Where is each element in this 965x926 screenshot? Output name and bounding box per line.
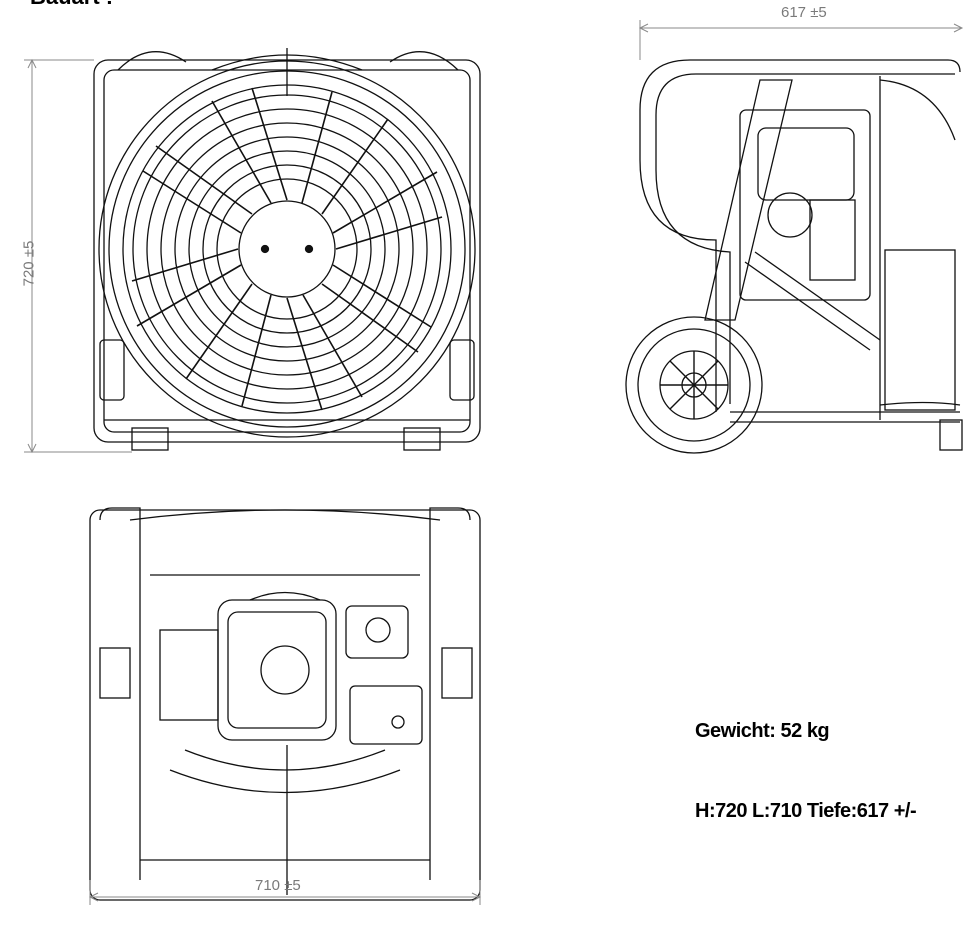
length-dimension-label: 710 ±5 [255,877,301,894]
page-heading: Bauart : [30,0,113,10]
height-dimension-label: 720 ±5 [20,240,38,287]
size-spec: H:720 L:710 Tiefe:617 +/- [695,800,917,822]
weight-spec: Gewicht: 52 kg [695,720,830,742]
side-view [625,59,963,454]
depth-dimension-label: 617 ±5 [781,4,827,21]
front-view [93,48,481,451]
dimension-lines [24,20,964,905]
top-view [89,507,481,901]
